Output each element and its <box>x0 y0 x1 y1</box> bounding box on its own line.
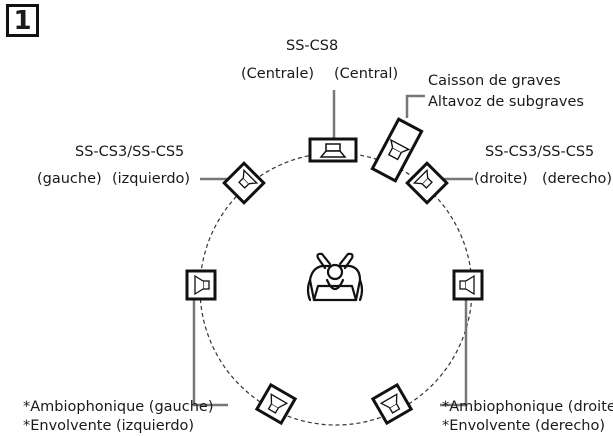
front-right-label-fr: (droite) <box>474 171 528 187</box>
surround-back-left-speaker-icon <box>254 382 298 426</box>
center-speaker-icon <box>308 137 358 163</box>
front-left-model-label: SS-CS3/SS-CS5 <box>75 144 185 160</box>
front-right-speaker-icon <box>405 161 449 205</box>
center-model-label: SS-CS8 <box>286 38 339 54</box>
subwoofer-icon <box>370 117 424 183</box>
front-right-label-es: (derecho) <box>542 171 613 187</box>
leader-line-surround-left <box>192 299 228 407</box>
surround-left-label-es: *Envolvente (izquierdo) <box>23 418 195 434</box>
surround-left-label-fr: *Ambiophonique (gauche) <box>23 399 214 415</box>
surround-right-label-fr: *Ambiophonique (droite) <box>442 399 613 415</box>
center-label-fr: (Centrale) <box>241 66 315 82</box>
subwoofer-label-es: Altavoz de subgraves <box>428 94 584 110</box>
front-left-label-es: (izquierdo) <box>112 171 191 187</box>
surround-left-speaker-icon <box>185 269 217 301</box>
leader-line-surround-right <box>440 299 468 407</box>
surround-right-speaker-icon <box>452 269 484 301</box>
leader-line-subwoofer <box>405 94 425 118</box>
subwoofer-label-fr: Caisson de graves <box>428 73 561 89</box>
front-left-label-fr: (gauche) <box>37 171 102 187</box>
step-number-badge: 1 <box>6 4 39 37</box>
front-right-model-label: SS-CS3/SS-CS5 <box>485 144 595 160</box>
front-left-speaker-icon <box>222 161 266 205</box>
surround-back-right-speaker-icon <box>370 382 414 426</box>
listener-armchair-icon <box>306 252 364 302</box>
surround-right-label-es: *Envolvente (derecho) <box>442 418 606 434</box>
center-label-es: (Central) <box>334 66 399 82</box>
